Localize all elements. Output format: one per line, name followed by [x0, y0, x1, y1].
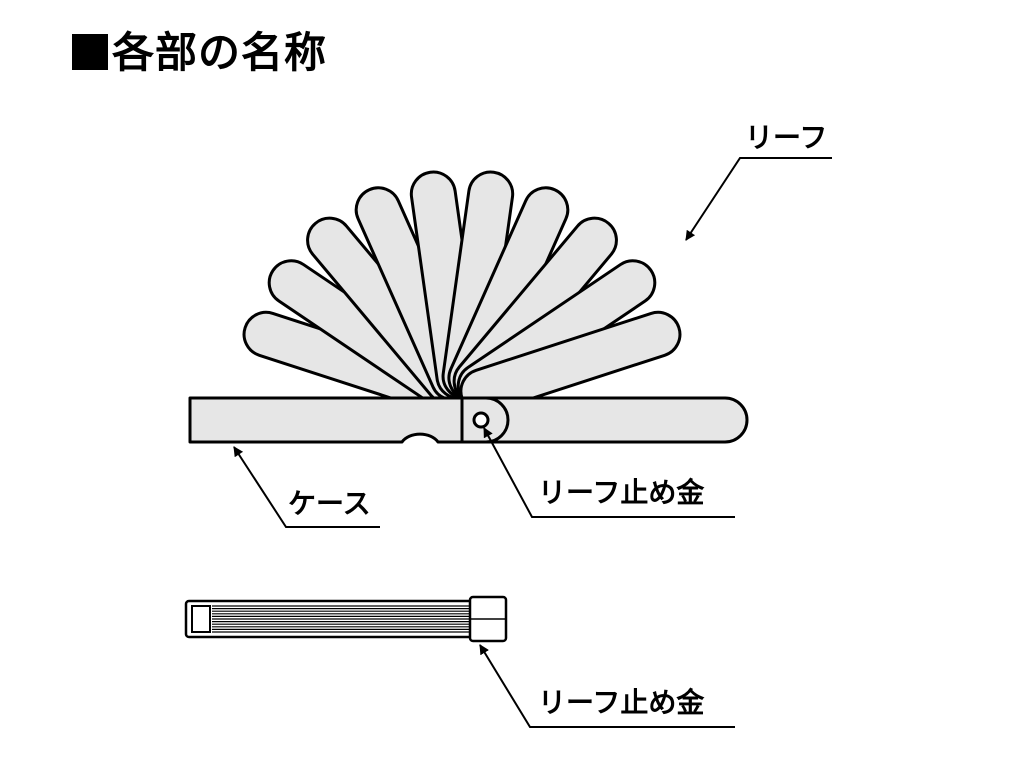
- case-leader-line: [233, 446, 380, 528]
- page-title-text: 各部の名称: [112, 28, 328, 77]
- closed-case-end-window: [191, 605, 211, 633]
- label-leaf: リーフ: [745, 121, 828, 154]
- leaf-stopper-leader-line-top: [483, 427, 735, 518]
- label-leaf-stopper-top: リーフ止め金: [538, 476, 705, 509]
- title-square-icon: [72, 34, 108, 70]
- leaf-fan: [242, 170, 682, 415]
- leaf-stopper-pin: [472, 411, 490, 429]
- label-leaf-stopper-bottom: リーフ止め金: [538, 686, 705, 719]
- page-title: 各部の名称: [72, 28, 327, 78]
- label-case: ケース: [288, 487, 371, 520]
- closed-gauge: [184, 595, 508, 643]
- leaf-leader-line: [685, 157, 832, 241]
- closed-leaf-stack: [212, 605, 470, 633]
- leaf-stopper-leader-line-bottom: [479, 644, 735, 728]
